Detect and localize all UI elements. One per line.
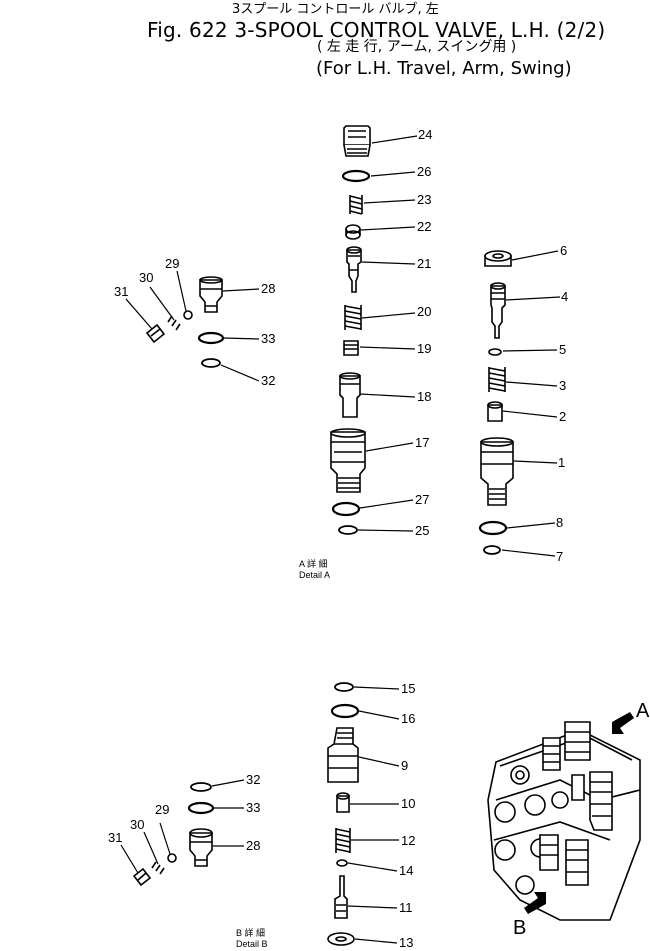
part-30-spring-b bbox=[152, 862, 164, 874]
part-12-spring bbox=[336, 828, 350, 853]
part-16-oring bbox=[332, 705, 358, 717]
callout-19: 19 bbox=[417, 341, 432, 356]
callout-14: 14 bbox=[399, 863, 414, 878]
callout-11: 11 bbox=[399, 900, 413, 915]
part-2-piston bbox=[488, 402, 502, 421]
part-8-oring bbox=[480, 522, 506, 534]
leader-lines bbox=[121, 136, 560, 943]
part-25-oring bbox=[339, 526, 357, 534]
part-32-oring-a bbox=[202, 359, 220, 367]
part-24-plug bbox=[344, 126, 370, 156]
part-33-oring-a bbox=[199, 333, 223, 343]
part-20-spring bbox=[345, 305, 361, 330]
callout-7: 7 bbox=[556, 549, 564, 564]
valve-assembly-view bbox=[488, 722, 640, 920]
part-6-nut bbox=[485, 251, 511, 266]
callout-31-a: 31 bbox=[114, 284, 129, 299]
part-29-ball-a bbox=[184, 311, 192, 319]
part-32-oring-b bbox=[191, 783, 211, 791]
part-30-spring-a bbox=[168, 316, 180, 330]
part-18-sleeve bbox=[340, 373, 360, 417]
part-11-poppet bbox=[335, 876, 347, 918]
part-15-oring bbox=[335, 683, 353, 691]
view-marker-b: B bbox=[513, 917, 527, 939]
figure-title: Fig. 622 3-SPOOL CONTROL VALVE, L.H. (2/… bbox=[147, 18, 606, 42]
part-28-plug-b bbox=[190, 829, 212, 866]
detail-b-label-jp: B 詳 細 bbox=[236, 928, 266, 938]
callout-8: 8 bbox=[556, 515, 564, 530]
part-3-spring bbox=[489, 367, 505, 392]
part-17-housing bbox=[331, 429, 365, 492]
callout-13: 13 bbox=[399, 935, 414, 950]
callout-30-b: 30 bbox=[130, 817, 145, 832]
callout-28-b: 28 bbox=[246, 838, 261, 853]
detail-a-label: Detail A bbox=[299, 570, 331, 580]
callout-32-b: 32 bbox=[246, 772, 261, 787]
part-14-oring bbox=[337, 860, 347, 866]
part-7-oring bbox=[484, 546, 500, 554]
callout-16: 16 bbox=[401, 711, 416, 726]
subtitle-japanese: ( 左 走 行, アーム, スイング用 ) bbox=[317, 39, 517, 55]
callout-5: 5 bbox=[559, 342, 567, 357]
part-5-oring bbox=[489, 349, 501, 355]
part-1-housing bbox=[481, 438, 513, 505]
callout-9: 9 bbox=[401, 758, 409, 773]
detail-a-label-jp: A 詳 細 bbox=[299, 559, 328, 569]
callout-12: 12 bbox=[401, 833, 416, 848]
callout-28-a: 28 bbox=[261, 281, 276, 296]
callout-26: 26 bbox=[417, 164, 432, 179]
subtitle-english: (For L.H. Travel, Arm, Swing) bbox=[316, 58, 572, 79]
title-japanese: 3スプール コントロール バルブ, 左 bbox=[232, 2, 439, 17]
part-10-piston bbox=[337, 793, 349, 812]
callout-29-b: 29 bbox=[155, 802, 170, 817]
callout-21: 21 bbox=[417, 256, 432, 271]
callout-32-a: 32 bbox=[261, 373, 276, 388]
part-22-nut bbox=[346, 225, 360, 239]
arrow-a-icon bbox=[612, 712, 634, 734]
callout-20: 20 bbox=[417, 304, 432, 319]
part-28-plug-a bbox=[200, 277, 222, 312]
callout-18: 18 bbox=[417, 389, 432, 404]
callout-31-b: 31 bbox=[108, 830, 123, 845]
callout-10: 10 bbox=[401, 796, 416, 811]
callout-22: 22 bbox=[417, 219, 432, 234]
part-23-spring bbox=[350, 195, 362, 214]
detail-b-label: Detail B bbox=[236, 939, 268, 949]
callout-25: 25 bbox=[415, 523, 430, 538]
part-13-nut bbox=[328, 933, 354, 945]
callout-23: 23 bbox=[417, 192, 432, 207]
part-29-ball-b bbox=[168, 854, 176, 862]
callout-33-b: 33 bbox=[246, 800, 261, 815]
view-marker-a: A bbox=[636, 700, 650, 722]
part-4-poppet bbox=[491, 283, 505, 338]
callout-2: 2 bbox=[559, 409, 567, 424]
part-9-housing bbox=[328, 728, 358, 782]
part-33-oring-b bbox=[189, 803, 213, 813]
callout-3: 3 bbox=[559, 378, 567, 393]
callout-1: 1 bbox=[558, 455, 566, 470]
part-19-piston bbox=[344, 341, 358, 355]
part-21-poppet bbox=[347, 247, 361, 292]
callout-27: 27 bbox=[415, 492, 430, 507]
part-31-screw-a bbox=[147, 325, 164, 342]
callout-6: 6 bbox=[560, 243, 568, 258]
part-26-oring bbox=[343, 171, 369, 181]
callout-24: 24 bbox=[418, 127, 433, 142]
callout-4: 4 bbox=[561, 289, 569, 304]
callout-30-a: 30 bbox=[139, 270, 154, 285]
part-27-oring bbox=[333, 503, 359, 515]
callout-29-a: 29 bbox=[165, 256, 180, 271]
arrow-b-icon bbox=[524, 892, 546, 914]
callout-15: 15 bbox=[401, 681, 416, 696]
callout-17: 17 bbox=[415, 435, 430, 450]
callout-33-a: 33 bbox=[261, 331, 276, 346]
